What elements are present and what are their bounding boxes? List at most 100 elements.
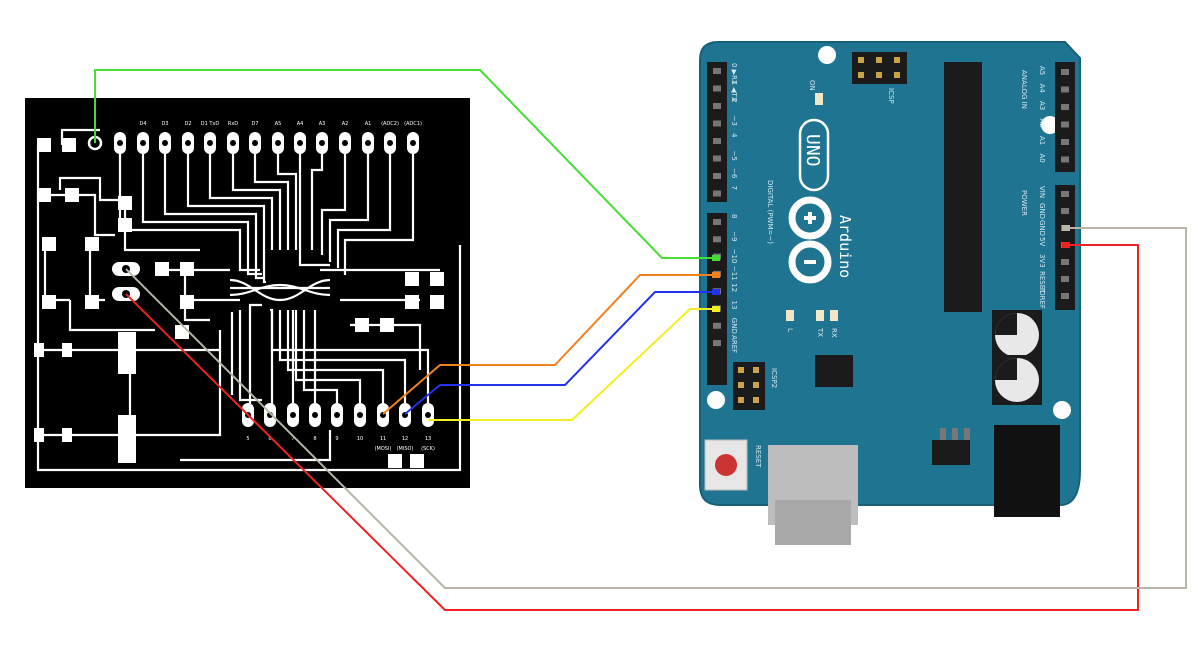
digital-pin-label: 12 xyxy=(730,283,738,292)
tx-led xyxy=(816,310,824,321)
tx-led-label: TX xyxy=(816,327,824,337)
digital-pin-label: 1 ◀TX xyxy=(730,81,738,102)
pcb-top-pad xyxy=(204,132,216,154)
digital-pin-hole xyxy=(713,103,721,109)
digital-pin-hole xyxy=(713,120,721,127)
pcb-bottom-pin-label: 8 xyxy=(313,436,316,442)
analog-pin-holes xyxy=(1061,69,1069,163)
analog-pin-label: A3 xyxy=(1038,101,1046,110)
pcb-bottom-pin-label: 12 xyxy=(402,436,408,442)
digital-pin-hole xyxy=(713,190,721,197)
pcb-bottom-pin-label: 13 xyxy=(425,436,431,442)
atmega-chip xyxy=(944,62,982,312)
power-pin-label: GND xyxy=(1038,220,1046,236)
usb-port xyxy=(768,445,858,545)
pcb-top-pin-label: A1 xyxy=(365,121,372,127)
power-pin-label: IOREF xyxy=(1038,288,1046,309)
pcb-bottom-pin-label: 7 xyxy=(291,436,294,442)
pcb-top-pin-label: A5 xyxy=(275,121,282,127)
pcb-top-pad xyxy=(294,132,306,154)
power-pin-hole xyxy=(1061,259,1069,265)
power-pin-hole xyxy=(1061,276,1069,282)
wire-orange xyxy=(382,274,716,415)
analog-pin-hole xyxy=(1061,156,1069,163)
analog-pin-label: A5 xyxy=(1038,66,1046,75)
reset-label: RESET xyxy=(754,445,762,468)
pcb-bottom-pad xyxy=(264,403,276,427)
power-pin-hole xyxy=(1061,293,1069,299)
wires xyxy=(94,69,1187,611)
pcb-bus-label: (SCK) xyxy=(421,446,435,452)
pcb-bottom-pad xyxy=(354,403,366,427)
power-label: POWER xyxy=(1020,190,1028,216)
dc-power-jack xyxy=(994,425,1060,517)
digital-pin-hole xyxy=(713,155,721,162)
arduino-infinity-logo xyxy=(788,196,832,284)
analog-pin-hole xyxy=(1061,104,1069,110)
pcb-bottom-pad xyxy=(422,403,434,427)
digital-pin-hole xyxy=(713,138,721,144)
analog-pin-label: A4 xyxy=(1038,84,1046,94)
power-pin-label: 5V xyxy=(1038,237,1046,246)
mounting-hole xyxy=(707,391,725,409)
pcb-top-pin-label: RxD xyxy=(228,121,238,127)
pcb-bottom-pin-label: 9 xyxy=(335,436,338,442)
analog-label: ANALOG IN xyxy=(1020,70,1028,109)
digital-pin-hole xyxy=(713,340,721,347)
arduino-uno-board: 0 ▶RX1 ◀TX2~34~5~678~9~10~111213GNDAREF … xyxy=(699,41,1081,545)
icsp2-label: ICSP2 xyxy=(770,368,778,388)
analog-pin-label: A1 xyxy=(1038,136,1046,145)
pcb-top-pin-label: A2 xyxy=(342,121,349,127)
digital-header-upper xyxy=(707,62,727,202)
wire-gray xyxy=(125,227,1187,589)
power-pin-hole xyxy=(1061,191,1069,197)
power-pin-hole xyxy=(1061,208,1069,214)
pcb-top-pad xyxy=(316,132,328,154)
digital-pin-label: GND xyxy=(730,318,738,334)
analog-pin-hole xyxy=(1061,86,1069,93)
digital-pin-label: ~6 xyxy=(730,168,738,179)
pcb-bottom-pin-label: 5 xyxy=(246,436,249,442)
digital-pin-hole xyxy=(713,322,721,329)
on-led-label: ON xyxy=(808,80,816,91)
pcb-bottom-pad xyxy=(399,403,411,427)
pcb-top-pad xyxy=(384,132,396,154)
pcb-top-pad xyxy=(249,132,261,154)
pcb-top-pin-label: D1 TxD xyxy=(201,121,220,127)
icsp-label: ICSP xyxy=(887,88,895,104)
pcb-top-pin-label: (ADC1) xyxy=(404,121,422,127)
digital-pin-label: ~9 xyxy=(730,231,738,241)
pcb-top-pin-label: A3 xyxy=(319,121,326,127)
pcb-bottom-pad xyxy=(331,403,343,427)
power-pin-label: GND xyxy=(1038,203,1046,219)
digital-pin-label: AREF xyxy=(730,335,738,353)
rx-led xyxy=(830,310,838,321)
reset-button[interactable] xyxy=(704,439,748,491)
digital-pin-label: ~10 xyxy=(730,249,738,264)
pcb-pads xyxy=(34,138,444,468)
uno-logo: UNO xyxy=(798,118,830,192)
pcb-top-pad xyxy=(159,132,171,154)
digital-label: DIGITAL (PWM=~) xyxy=(766,180,774,244)
wire-blue xyxy=(404,291,716,415)
analog-pin-hole xyxy=(1061,121,1069,128)
pcb-top-pad xyxy=(362,132,374,154)
rx-led-label: RX xyxy=(830,328,838,338)
pcb-top-pad xyxy=(407,132,419,154)
pcb-top-pin-label: D4 xyxy=(139,121,146,127)
pcb-top-pad xyxy=(182,132,194,154)
pcb-bottom-pad xyxy=(309,403,321,427)
pcb-bottom-pin-label: 10 xyxy=(357,436,363,442)
icsp-pins xyxy=(858,57,900,78)
icsp-header xyxy=(852,52,907,84)
pcb-bottom-pin-label: 6 xyxy=(268,436,271,442)
analog-pin-label: A2 xyxy=(1038,119,1046,128)
analog-pin-hole xyxy=(1061,69,1069,75)
wire-yellow xyxy=(428,308,716,421)
pcb-top-pin-label: A4 xyxy=(297,121,304,127)
l-led-label: L xyxy=(786,328,794,332)
